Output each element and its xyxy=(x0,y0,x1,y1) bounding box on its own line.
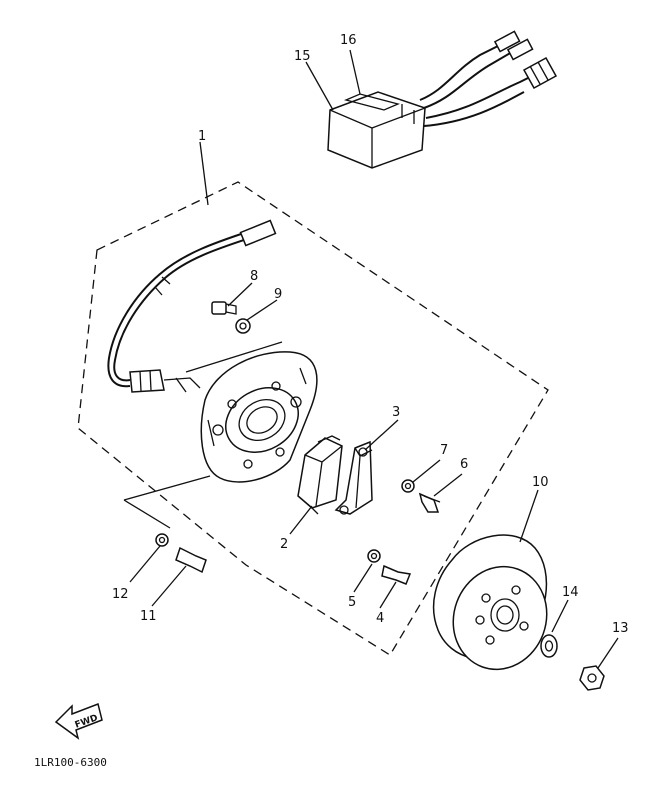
label-6: 6 xyxy=(460,457,468,472)
screw-6 xyxy=(418,492,441,513)
flywheel-rotor xyxy=(432,534,548,671)
charge-coil xyxy=(297,435,343,515)
stator-plate xyxy=(200,351,318,483)
fwd-arrow-icon: FWD xyxy=(54,702,103,740)
assembly-boundary xyxy=(77,181,549,656)
pulser-coil xyxy=(334,440,373,515)
label-3: 3 xyxy=(392,405,400,420)
label-10: 10 xyxy=(532,475,549,490)
label-13: 13 xyxy=(612,621,629,636)
label-14: 14 xyxy=(562,585,579,600)
washer-9 xyxy=(235,318,251,334)
washer-14 xyxy=(540,634,558,658)
label-11: 11 xyxy=(140,609,157,624)
leader-lines xyxy=(123,49,619,669)
nut-13 xyxy=(579,665,605,691)
label-4: 4 xyxy=(376,611,384,626)
label-15: 15 xyxy=(294,49,311,64)
label-2: 2 xyxy=(280,537,288,552)
screw-4 xyxy=(381,564,412,585)
part-labels: 1 2 3 4 5 6 7 8 9 10 11 12 13 14 15 16 xyxy=(112,33,629,636)
screw-8 xyxy=(211,301,237,315)
pickup-coil-wire xyxy=(107,219,277,393)
label-8: 8 xyxy=(250,269,258,284)
label-16: 16 xyxy=(340,33,357,48)
label-1: 1 xyxy=(198,129,206,144)
washer-7 xyxy=(401,479,415,493)
washer-12 xyxy=(155,533,169,547)
screw-11 xyxy=(175,546,207,574)
label-12: 12 xyxy=(112,587,129,602)
label-7: 7 xyxy=(440,443,448,458)
washer-5 xyxy=(367,549,381,563)
label-5: 5 xyxy=(348,595,356,610)
diagram-code: 1LR100-6300 xyxy=(34,756,107,769)
cdi-unit xyxy=(327,30,558,169)
label-9: 9 xyxy=(274,287,282,302)
